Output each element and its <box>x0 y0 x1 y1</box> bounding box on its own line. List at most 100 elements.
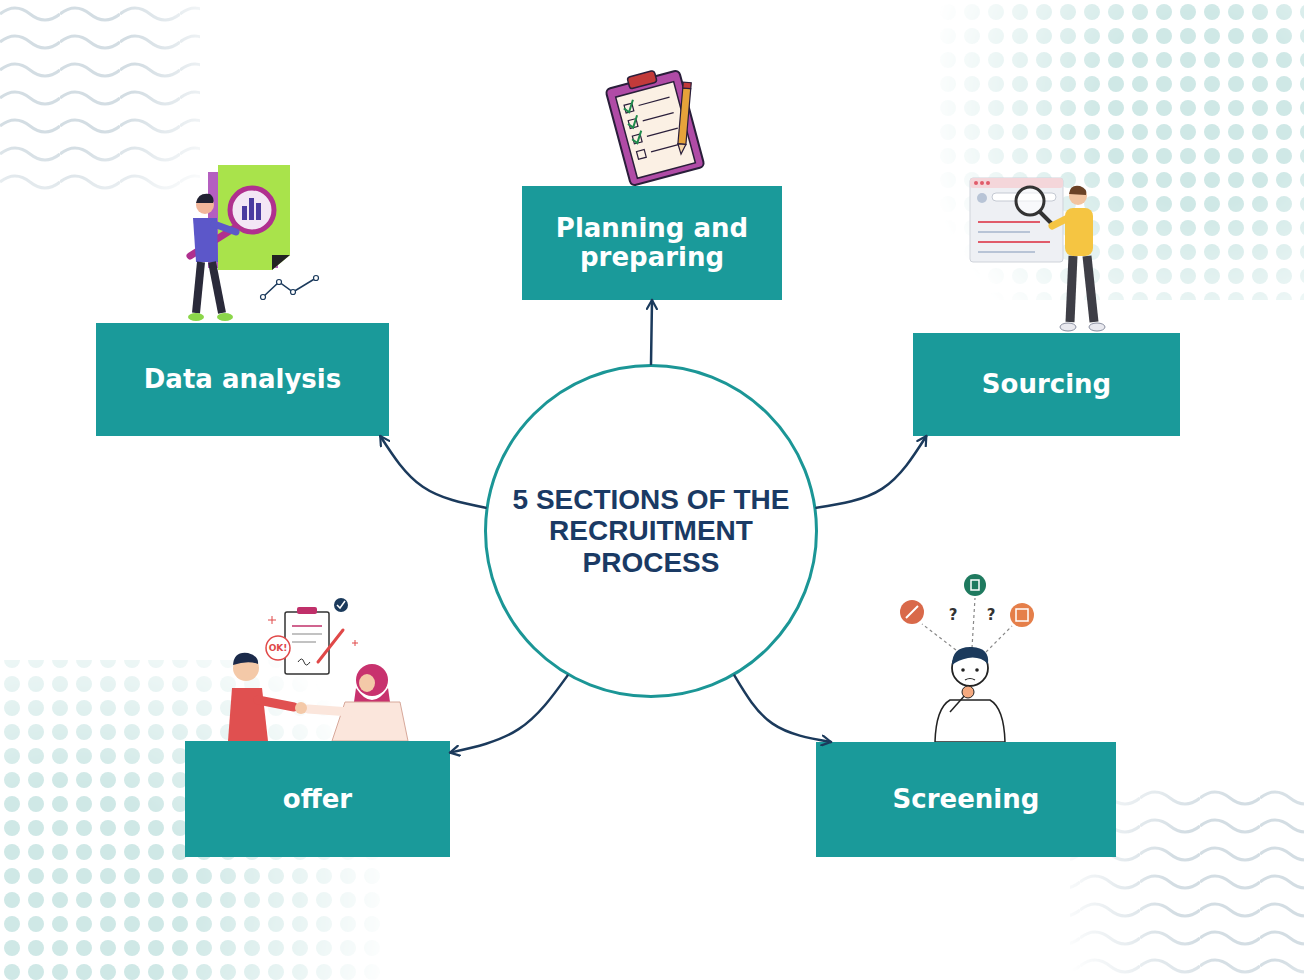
handshake-illustration <box>295 702 307 714</box>
clipboard-illustration <box>626 115 639 128</box>
analyst-illustration <box>261 295 266 300</box>
analyst-illustration <box>196 194 214 203</box>
analyst-illustration <box>242 206 247 220</box>
analyst-illustration <box>291 290 296 295</box>
flow-arrow <box>380 436 485 508</box>
handshake-illustration <box>268 616 276 624</box>
node-text: Screening <box>836 785 1096 814</box>
thinking-illustration <box>964 574 986 596</box>
handshake-illustration <box>334 598 348 612</box>
thinking-illustration <box>972 598 975 648</box>
sourcing-illustration <box>1089 323 1105 331</box>
wave-field <box>0 0 200 200</box>
thinking-illustration <box>962 686 974 698</box>
node-text: Planning and preparing <box>542 214 762 271</box>
analyst-illustration <box>218 165 290 270</box>
circle-outline <box>486 366 817 697</box>
handshake-illustration <box>233 653 258 665</box>
process-box: Screening <box>816 742 1116 857</box>
sourcing-illustration <box>1070 256 1073 322</box>
clipboard-illustration <box>683 82 691 89</box>
clipboard-illustration <box>627 70 657 89</box>
sourcing-illustration <box>978 231 1030 233</box>
thinking-illustration <box>965 679 975 681</box>
process-box: Data analysis <box>96 323 389 436</box>
sourcing-illustration <box>978 221 1040 223</box>
sourcing-illustration <box>977 193 987 203</box>
handshake-illustration <box>337 601 345 608</box>
handshake-illustration <box>228 598 408 741</box>
sourcing-illustration <box>1087 256 1094 322</box>
process-box: Sourcing <box>913 333 1180 436</box>
clipboard-illustration <box>677 82 691 154</box>
thinking-illustration <box>900 574 1034 742</box>
hub-circle: 5 SECTIONS OF THE RECRUITMENT PROCESS <box>484 364 818 698</box>
handshake-illustration <box>292 633 322 634</box>
thinking-illustration <box>906 606 918 618</box>
handshake-illustration <box>356 664 388 696</box>
analyst-illustration <box>263 278 316 297</box>
analyst-illustration <box>249 198 254 220</box>
clipboard-illustration <box>643 113 674 121</box>
thinking-illustration <box>935 700 1005 742</box>
thinking-illustration <box>971 580 979 590</box>
handshake-illustration <box>352 640 358 646</box>
thinking-illustration <box>922 624 956 650</box>
text-group: Planning and preparing <box>542 214 762 271</box>
flow-arrow <box>735 676 832 742</box>
handshake-illustration <box>308 709 350 712</box>
handshake-illustration <box>285 612 329 674</box>
flow-arrow <box>651 300 652 364</box>
clipboard-illustration <box>651 144 682 152</box>
text-group: Data analysis <box>116 365 369 394</box>
process-box: offer <box>185 741 450 857</box>
handshake-illustration <box>318 630 343 662</box>
handshake-illustration <box>297 607 317 614</box>
node-text: offer <box>205 785 430 814</box>
sourcing-illustration <box>1060 323 1076 331</box>
clipboard-illustration <box>677 144 686 155</box>
flow-arrow <box>816 436 926 508</box>
illustration-label: ? <box>984 606 998 624</box>
node-text: Data analysis <box>116 365 369 394</box>
analyst-illustration <box>272 255 290 270</box>
analyst-illustration <box>188 313 204 321</box>
sourcing-illustration <box>978 251 1035 253</box>
sourcing-illustration <box>980 181 984 185</box>
text-group: Sourcing <box>933 370 1160 399</box>
thinking-illustration <box>1010 603 1034 627</box>
thinking-illustration <box>986 626 1012 652</box>
clipboard-illustration <box>616 82 696 179</box>
illustration-label: ? <box>946 606 960 624</box>
sourcing-illustration <box>970 178 1063 188</box>
analyst-illustration <box>217 313 233 321</box>
sourcing-illustration <box>1052 218 1068 226</box>
sourcing-illustration <box>1069 186 1086 195</box>
sourcing-illustration <box>970 178 1105 331</box>
handshake-illustration <box>292 625 322 627</box>
analyst-illustration <box>212 262 222 313</box>
node-text: Sourcing <box>933 370 1160 399</box>
analyst-illustration <box>214 224 236 232</box>
handshake-illustration <box>266 636 290 660</box>
sourcing-illustration <box>986 181 990 185</box>
sourcing-illustration <box>970 178 1063 262</box>
thinking-illustration <box>1016 609 1028 621</box>
clipboard-illustration <box>636 150 646 160</box>
process-box: Planning and preparing <box>522 186 782 300</box>
handshake-illustration <box>258 700 294 707</box>
clipboard-illustration <box>631 131 644 144</box>
dot-field <box>940 0 1304 300</box>
analyst-illustration <box>196 262 201 313</box>
thinking-illustration <box>900 600 924 624</box>
text-group: offer <box>205 785 430 814</box>
handshake-illustration <box>354 688 390 702</box>
sourcing-illustration <box>978 241 1050 243</box>
analyst-illustration <box>256 203 261 220</box>
text-group: 5 SECTIONS OF THE RECRUITMENT PROCESS <box>501 484 801 578</box>
illustration-label: OK! <box>266 642 290 654</box>
handshake-illustration <box>359 674 375 692</box>
thinking-illustration <box>975 668 979 672</box>
